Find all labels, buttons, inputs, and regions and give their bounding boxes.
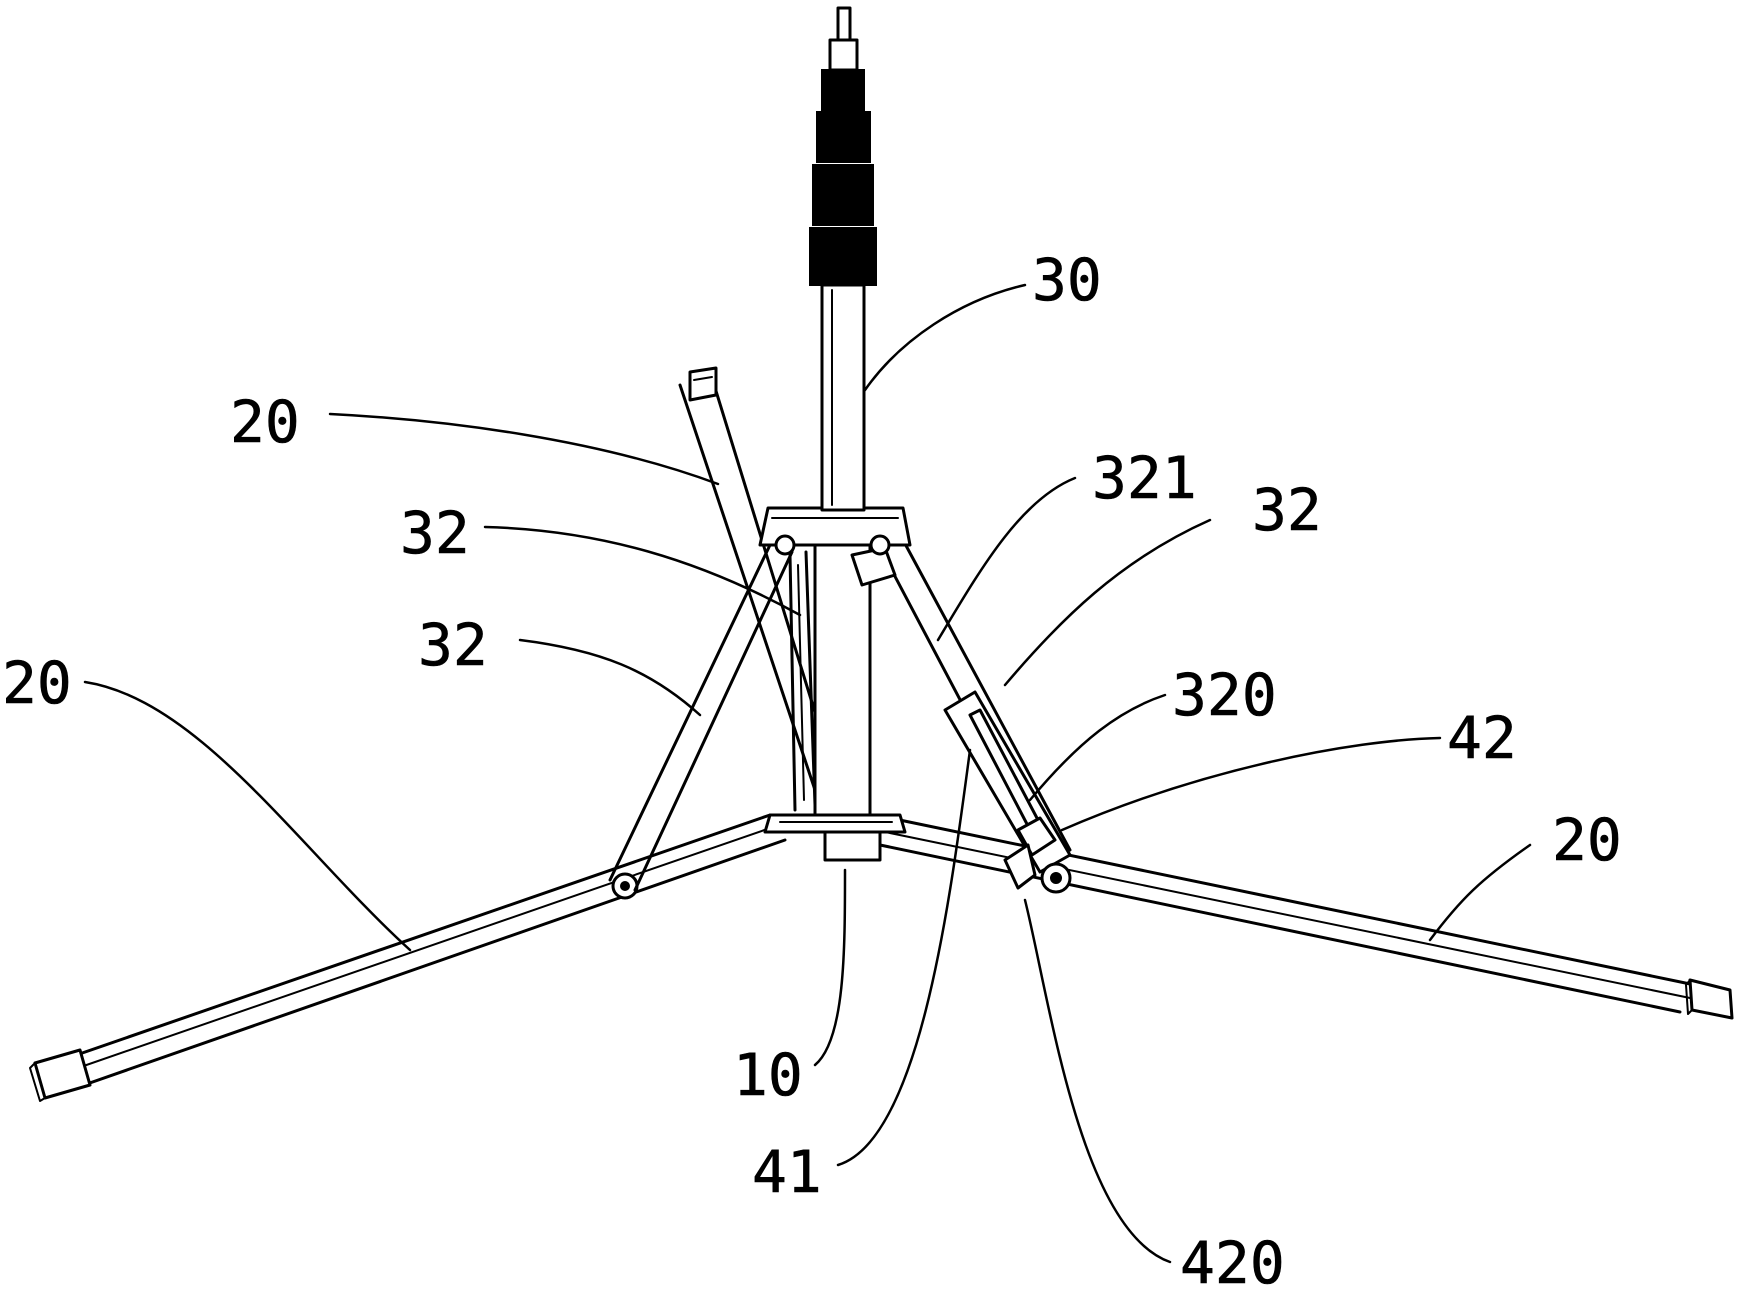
label-base-sleeve: 10	[733, 1041, 803, 1109]
label-brace-right: 32	[1252, 476, 1322, 544]
brace-upper-left	[788, 550, 817, 812]
telescopic-pole	[809, 6, 877, 512]
label-latch: 420	[1180, 1229, 1285, 1291]
label-slider: 42	[1447, 704, 1517, 772]
brace-right	[878, 538, 1072, 894]
label-leg-upper-left: 20	[230, 388, 300, 456]
base-sleeve	[763, 813, 907, 862]
label-leg-right: 20	[1552, 806, 1622, 874]
leg-left	[29, 813, 787, 1102]
label-slot: 41	[752, 1138, 822, 1206]
label-pole: 30	[1032, 246, 1102, 314]
reference-labels: 30 20 32 32 20 321 32 320 42 20 10 41 42…	[2, 246, 1622, 1291]
label-brace-left: 32	[418, 611, 488, 679]
brace-left	[608, 543, 794, 892]
label-brace-upper-left: 32	[400, 499, 470, 567]
upper-hub	[758, 506, 912, 587]
label-brace-sleeve: 320	[1172, 661, 1277, 729]
leaders	[83, 283, 1532, 1264]
label-brace-rod: 321	[1092, 444, 1197, 512]
label-leg-left: 20	[2, 649, 72, 717]
